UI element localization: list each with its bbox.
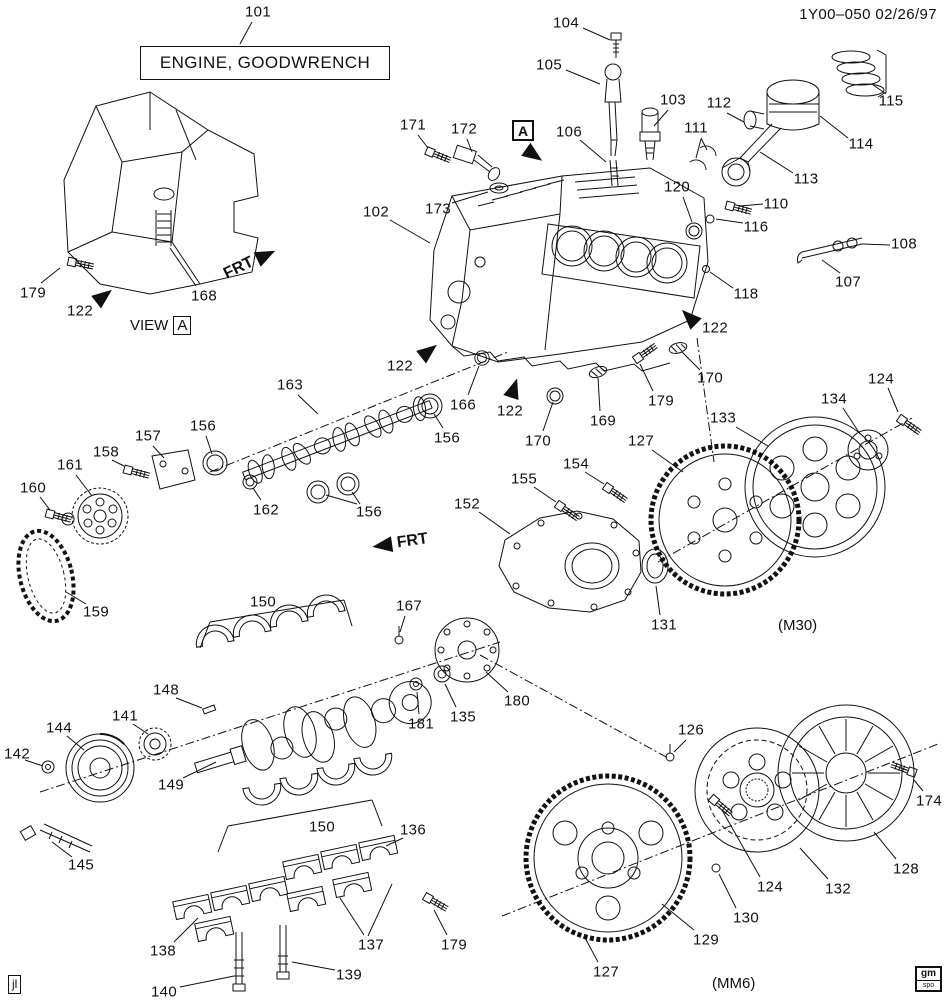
callout-131: 131 [651,616,677,634]
callout-124: 124 [868,370,894,388]
callout-127: 127 [593,963,619,981]
callout-149: 149 [158,776,184,794]
callout-159: 159 [83,603,109,621]
callout-154: 154 [563,455,589,473]
callout-171: 171 [400,116,426,134]
direction-arrow-icon [416,338,442,364]
callout-141: 141 [112,707,138,725]
callout-102: 102 [363,203,389,221]
callout-103: 103 [660,91,686,109]
callout-133: 133 [710,409,736,427]
callout-172: 172 [451,120,477,138]
callout-155: 155 [511,470,537,488]
callout-101: 101 [245,3,271,21]
main-bearing-caps [172,834,450,992]
direction-arrow-icon [521,142,547,168]
callout-122: 122 [387,357,413,375]
piston-and-connecting-rod [689,79,820,224]
callout-168: 168 [191,287,217,305]
callout-150: 150 [250,593,276,611]
callout-158: 158 [93,443,119,461]
callout-122: 122 [702,319,728,337]
callout-113: 113 [793,170,819,188]
callout-111: 111 [684,119,708,137]
callout-157: 157 [135,427,161,445]
callout-115: 115 [878,92,904,110]
callout-126: 126 [678,721,704,739]
callout-150: 150 [309,818,335,836]
callout-122: 122 [497,402,523,420]
callout-107: 107 [835,273,861,291]
oil-dipstick-tube [797,237,863,264]
callout-179: 179 [441,936,467,954]
callout-130: 130 [733,909,759,927]
callout-161: 161 [57,456,83,474]
piston-rings [831,49,887,98]
callout-173: 173 [425,200,451,218]
direction-arrow-icon [91,283,117,309]
callout-156: 156 [434,429,460,447]
callout-118: 118 [733,285,759,303]
callout-138: 138 [150,942,176,960]
callout-156: 156 [190,417,216,435]
callout-114: 114 [848,135,874,153]
callout-174: 174 [916,792,942,810]
callout-152: 152 [454,495,480,513]
callout-112: 112 [706,94,732,112]
callout-127: 127 [628,432,654,450]
callout-136: 136 [400,821,426,839]
callout-144: 144 [46,719,72,737]
engine-block [429,167,709,372]
callout-122: 122 [67,302,93,320]
callout-167: 167 [396,597,422,615]
callout-132: 132 [825,880,851,898]
callout-170: 170 [697,369,723,387]
callout-137: 137 [358,936,384,954]
callout-108: 108 [891,235,917,253]
callout-128: 128 [893,860,919,878]
callout-140: 140 [151,983,177,1000]
callout-120: 120 [664,178,690,196]
direction-arrow-icon [503,376,525,400]
block-small-parts [474,222,710,405]
callout-170: 170 [525,432,551,450]
callout-148: 148 [153,681,179,699]
callout-169: 169 [590,412,616,430]
callout-142: 142 [4,745,30,763]
callout-162: 162 [253,501,279,519]
callout-179: 179 [648,392,674,410]
callout-116: 116 [743,218,769,236]
callout-134: 134 [821,390,847,408]
callout-163: 163 [277,376,303,394]
callout-160: 160 [20,479,46,497]
direction-arrow-icon [676,304,702,330]
callout-145: 145 [68,856,94,874]
rear-cover-and-seal [498,481,669,613]
callout-166: 166 [450,396,476,414]
callout-181: 181 [408,715,434,733]
timing-chain [16,528,76,624]
callout-110: 110 [763,195,789,213]
callout-180: 180 [504,692,530,710]
callout-139: 139 [336,966,362,984]
callout-105: 105 [536,56,562,74]
callout-156: 156 [356,503,382,521]
callout-135: 135 [450,708,476,726]
callout-129: 129 [693,931,719,949]
callout-124: 124 [757,878,783,896]
callout-104: 104 [553,14,579,32]
callout-179: 179 [20,284,46,302]
callout-106: 106 [556,123,582,141]
